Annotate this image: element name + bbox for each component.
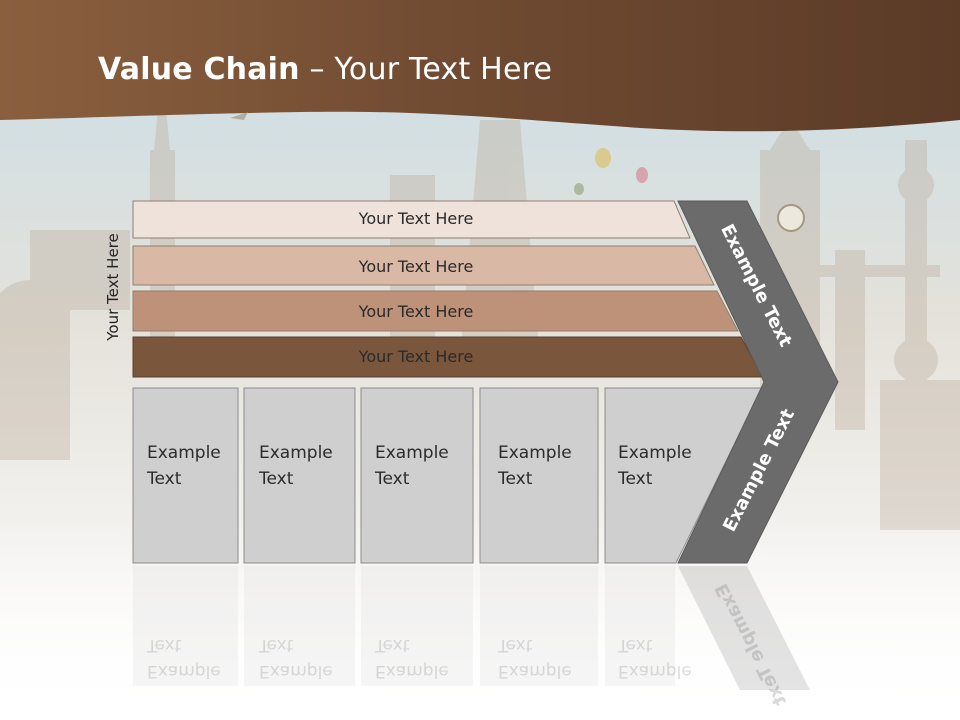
example-box-2[interactable] <box>243 387 356 564</box>
box-1-reflection-line-1: Example <box>147 661 221 681</box>
bar-1-label: Your Text Here <box>358 209 474 228</box>
box-3-line-1: Example <box>375 443 449 463</box>
bar-3-label: Your Text Here <box>358 302 474 321</box>
bar-1[interactable] <box>132 200 691 239</box>
bar-2[interactable] <box>132 245 715 286</box>
bar-2-label: Your Text Here <box>358 257 474 276</box>
box-5-line-2: Text <box>618 469 653 489</box>
title-rest-part: – Your Text Here <box>299 52 553 87</box>
title-bold-part: Value Chain <box>98 52 300 87</box>
box-3-reflection-line-2: Text <box>375 635 410 655</box>
box-4-reflection-line-1: Example <box>498 661 572 681</box>
example-box-1[interactable] <box>132 387 239 564</box>
bar-3[interactable] <box>132 290 739 332</box>
example-box-4[interactable] <box>479 387 599 564</box>
bar-4-label: Your Text Here <box>358 347 474 366</box>
box-5-reflection-line-1: Example <box>618 661 692 681</box>
example-box-5[interactable] <box>604 387 763 564</box>
box-5-line-1: Example <box>618 443 692 463</box>
box-1-reflection: Example Text <box>147 632 221 684</box>
box-2-line-2: Text <box>259 469 294 489</box>
box-4-line-2: Text <box>498 469 533 489</box>
box-2-reflection-line-1: Example <box>259 661 333 681</box>
box-1-line-2: Text <box>147 469 182 489</box>
box-5-reflection: Example Text <box>618 632 692 684</box>
side-vertical-label: Your Text Here <box>104 233 122 341</box>
box-5-reflection-line-2: Text <box>618 635 653 655</box>
box-4-reflection: Example Text <box>498 632 572 684</box>
slide-title: Value Chain – Your Text Here <box>98 52 552 87</box>
box-1-line-1: Example <box>147 443 221 463</box>
box-4-reflection-line-2: Text <box>498 635 533 655</box>
box-4-line-1: Example <box>498 443 572 463</box>
example-box-3[interactable] <box>360 387 474 564</box>
box-2-reflection: Example Text <box>259 632 333 684</box>
box-3-reflection: Example Text <box>375 632 449 684</box>
chevron-arrow[interactable] <box>677 200 839 564</box>
box-3-reflection-line-1: Example <box>375 661 449 681</box>
box-3-line-2: Text <box>375 469 410 489</box>
box-1-reflection-line-2: Text <box>147 635 182 655</box>
box-2-reflection-line-2: Text <box>259 635 294 655</box>
box-2-line-1: Example <box>259 443 333 463</box>
